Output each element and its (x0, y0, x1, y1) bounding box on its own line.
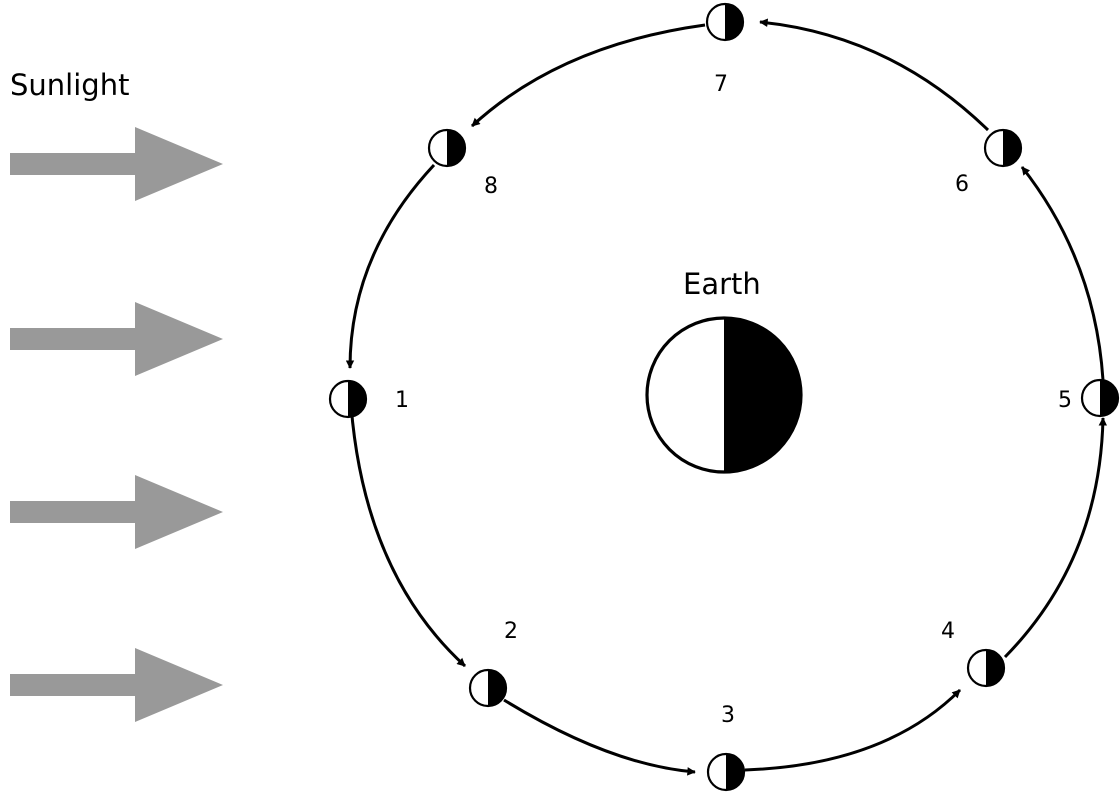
moon-dark-half (447, 130, 465, 166)
position-label-1: 1 (395, 388, 409, 413)
moon-2 (470, 670, 506, 706)
sunlight-arrows (10, 127, 223, 722)
sunlight-arrow (10, 475, 223, 549)
orbit-arc-6-7 (760, 22, 988, 130)
moon-dark-half (725, 4, 743, 40)
moon-dark-half (986, 650, 1004, 686)
moon-dark-half (1100, 380, 1118, 416)
earth-day-side (647, 318, 724, 472)
sunlight-label: Sunlight (10, 68, 129, 102)
moon-5 (1082, 380, 1118, 416)
moon-lit-half (470, 670, 488, 706)
moon-lit-half (1082, 380, 1100, 416)
orbit-arc-5-6 (1022, 167, 1103, 380)
moon-lit-half (429, 130, 447, 166)
position-label-7: 7 (714, 72, 728, 97)
orbit-arc-7-8 (472, 25, 705, 126)
moon-4 (968, 650, 1004, 686)
moon-dark-half (726, 754, 744, 790)
orbit-arc-1-2 (350, 390, 465, 666)
sunlight-arrow (10, 648, 223, 722)
moon-dark-half (348, 381, 366, 417)
moon-7 (707, 4, 743, 40)
moon-lit-half (707, 4, 725, 40)
position-label-8: 8 (484, 174, 498, 199)
sunlight-arrow (10, 127, 223, 201)
moon-1 (330, 381, 366, 417)
moon-3 (708, 754, 744, 790)
position-label-4: 4 (941, 619, 955, 644)
orbit-arc-4-5 (1005, 418, 1103, 657)
orbit-arc-8-1 (350, 165, 434, 368)
orbit-arc-3-4 (745, 690, 960, 770)
earth (647, 318, 801, 472)
moon-lit-half (968, 650, 986, 686)
position-label-5: 5 (1058, 388, 1072, 413)
position-label-3: 3 (721, 703, 735, 728)
position-label-6: 6 (955, 172, 969, 197)
moon-dark-half (1003, 130, 1021, 166)
earth-label: Earth (683, 267, 761, 301)
moon-8 (429, 130, 465, 166)
moon-lit-half (708, 754, 726, 790)
orbit-arc-2-3 (504, 700, 695, 772)
moon-6 (985, 130, 1021, 166)
moon-lit-half (985, 130, 1003, 166)
position-label-2: 2 (504, 619, 518, 644)
moon-dark-half (488, 670, 506, 706)
sunlight-arrow (10, 302, 223, 376)
moon-lit-half (330, 381, 348, 417)
earth-night-side (724, 318, 801, 472)
